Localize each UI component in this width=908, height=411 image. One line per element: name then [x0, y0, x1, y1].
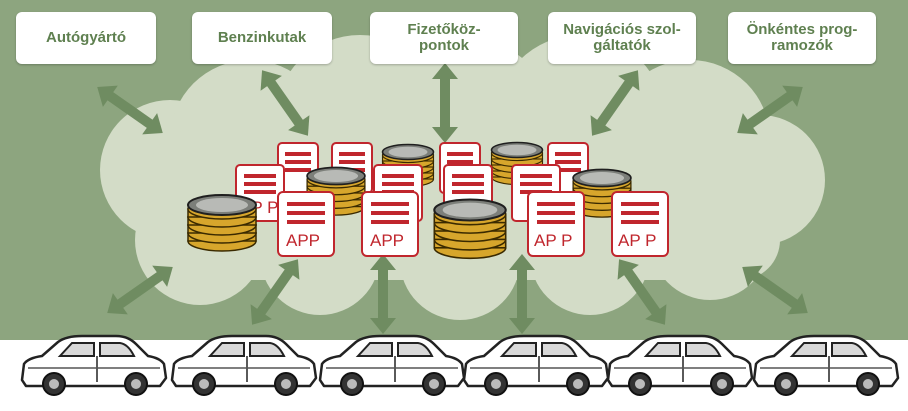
stakeholder-navigation-providers: Navigációs szol- gáltatók — [548, 12, 696, 64]
stakeholder-volunteer-developers: Önkéntes prog- ramozók — [728, 12, 876, 64]
app-card-icon: APP — [277, 191, 335, 257]
front-row-apps: APP APP AP P AP P — [277, 191, 669, 257]
svg-text:AP P: AP P — [534, 231, 572, 250]
car-icon — [170, 334, 318, 397]
svg-text:APP: APP — [370, 231, 404, 250]
svg-text:AP P: AP P — [618, 231, 656, 250]
car-icon — [752, 334, 900, 397]
app-card-icon: AP P — [527, 191, 585, 257]
app-card-icon: AP P — [611, 191, 669, 257]
app-card-icon: APP — [361, 191, 419, 257]
car-icon — [462, 334, 610, 397]
car-icon — [20, 334, 168, 397]
car-icon — [318, 334, 466, 397]
stakeholder-gas-stations: Benzinkutak — [192, 12, 332, 64]
stakeholder-car-maker: Autógyártó — [16, 12, 156, 64]
car-icon — [606, 334, 754, 397]
svg-text:APP: APP — [286, 231, 320, 250]
stakeholder-payment-centers: Fizetőköz- pontok — [370, 12, 518, 64]
